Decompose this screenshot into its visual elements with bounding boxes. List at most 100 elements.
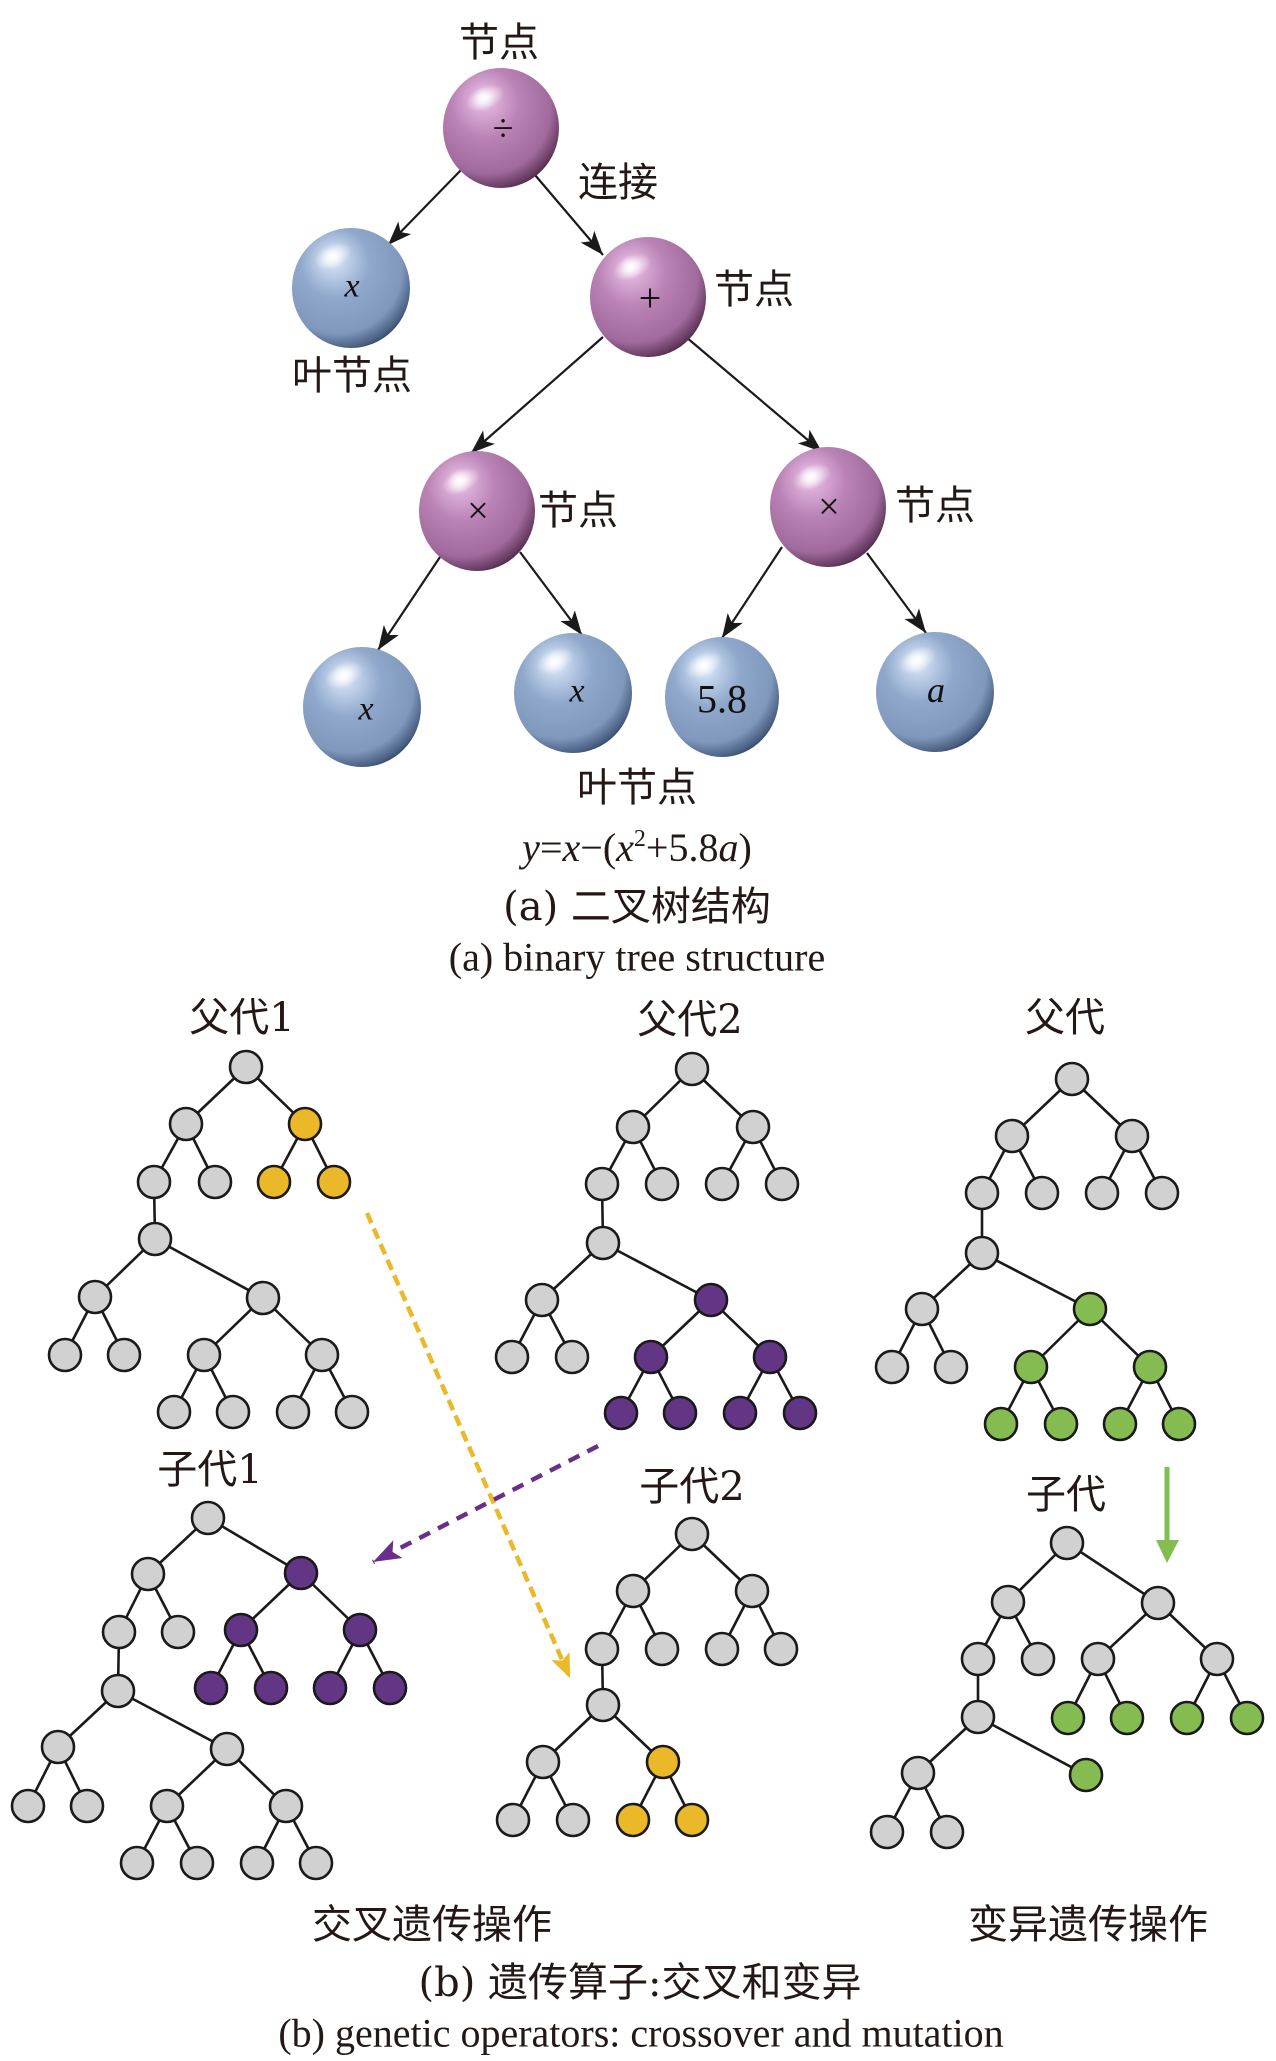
tree-node-gray bbox=[1054, 1061, 1090, 1097]
formula-part: = bbox=[540, 825, 563, 870]
tree-node-gray bbox=[964, 1235, 1000, 1271]
tree-node-gray bbox=[136, 1164, 172, 1200]
tree-node-gray bbox=[615, 1109, 651, 1145]
caption-b-cn: (b) 遗传算子:交叉和变异 bbox=[418, 1960, 861, 2006]
node-symbol: a bbox=[927, 670, 945, 710]
tree-node-gray bbox=[704, 1166, 740, 1202]
formula-part: −( bbox=[580, 825, 616, 870]
tree-node-green bbox=[1109, 1700, 1145, 1736]
tree-node-gray bbox=[555, 1802, 591, 1838]
tree-node-purple bbox=[782, 1395, 818, 1431]
tree-node-gray bbox=[1020, 1641, 1056, 1677]
tree-node-purple bbox=[662, 1395, 698, 1431]
tree-node-gray bbox=[1114, 1118, 1150, 1154]
tree-node-gray bbox=[197, 1164, 233, 1200]
tree-node-purple bbox=[372, 1670, 408, 1706]
tree-child-1 bbox=[10, 1500, 408, 1881]
tree-node-yellow bbox=[645, 1744, 681, 1780]
label-leaf-bottom: 叶节点 bbox=[577, 765, 697, 811]
node-symbol: x bbox=[568, 673, 584, 710]
terminal-node-x: x bbox=[514, 633, 632, 753]
tree-node-gray bbox=[268, 1788, 304, 1824]
tree-node-gray bbox=[929, 1814, 965, 1850]
tree-node-gray bbox=[209, 1731, 245, 1767]
tree-node-gray bbox=[585, 1225, 621, 1261]
tree-node-gray bbox=[298, 1845, 334, 1881]
tree-node-gray bbox=[584, 1631, 620, 1667]
tree-title-parent-mutation: 父代 bbox=[1025, 995, 1105, 1041]
tree-node-yellow bbox=[316, 1164, 352, 1200]
crossover-arrow-purple bbox=[371, 1444, 600, 1564]
tree-edge bbox=[154, 1237, 264, 1300]
tree-node-purple bbox=[283, 1555, 319, 1591]
tree-node-green bbox=[983, 1406, 1019, 1442]
tree-node-gray bbox=[101, 1614, 137, 1650]
tree-node-gray bbox=[763, 1631, 799, 1667]
tree-title-child-2: 子代2 bbox=[639, 1464, 744, 1510]
tree-node-gray bbox=[495, 1802, 531, 1838]
tree-node-gray bbox=[644, 1166, 680, 1202]
tree-node-gray bbox=[964, 1175, 1000, 1211]
tree-node-gray bbox=[524, 1282, 560, 1318]
tree-node-gray bbox=[960, 1641, 996, 1677]
tree-parent-mutation bbox=[874, 1061, 1197, 1442]
formula: y=x−(x2+5.8a) bbox=[518, 825, 752, 870]
tree-node-gray bbox=[77, 1279, 113, 1315]
tree-node-green bbox=[1050, 1700, 1086, 1736]
link-arrow bbox=[534, 174, 604, 256]
sphere-highlight bbox=[466, 84, 504, 112]
crossover-arrow-yellow bbox=[364, 1212, 573, 1679]
tree-node-gray bbox=[186, 1337, 222, 1373]
tree-node-gray bbox=[69, 1788, 105, 1824]
tree-parent-1 bbox=[47, 1049, 370, 1430]
tree-parent-2 bbox=[494, 1051, 818, 1431]
sphere-highlight bbox=[793, 463, 831, 491]
tree-node-gray bbox=[156, 1394, 192, 1430]
tree-node-gray bbox=[106, 1337, 142, 1373]
tree-node-gray bbox=[735, 1109, 771, 1145]
tree-node-gray bbox=[554, 1339, 590, 1375]
formula-part: a bbox=[718, 825, 738, 870]
tree-node-green bbox=[1072, 1291, 1108, 1327]
node-symbol: 5.8 bbox=[697, 677, 747, 722]
tree-node-gray bbox=[1049, 1525, 1085, 1561]
tree-edge bbox=[117, 1689, 228, 1751]
tree-node-purple bbox=[603, 1395, 639, 1431]
label-node-times-left: 节点 bbox=[538, 488, 618, 534]
tree-edge bbox=[207, 1516, 302, 1575]
tree-node-gray bbox=[1140, 1585, 1176, 1621]
label-leaf-left: 叶节点 bbox=[292, 353, 412, 399]
tree-node-gray bbox=[334, 1394, 370, 1430]
tree-node-green bbox=[1229, 1700, 1265, 1736]
terminal-node-a: a bbox=[876, 632, 994, 752]
label-crossover-operation: 交叉遗传操作 bbox=[312, 1902, 552, 1948]
tree-node-purple bbox=[693, 1282, 729, 1318]
tree-node-yellow bbox=[674, 1802, 710, 1838]
node-symbol: × bbox=[818, 486, 839, 528]
node-symbol: ÷ bbox=[493, 108, 514, 150]
tree-node-yellow bbox=[615, 1802, 651, 1838]
tree-node-gray bbox=[674, 1516, 710, 1552]
tree-node-yellow bbox=[256, 1164, 292, 1200]
tree-node-gray bbox=[10, 1788, 46, 1824]
function-node-times-right: × bbox=[770, 447, 886, 567]
tree-node-gray bbox=[584, 1166, 620, 1202]
tree-node-gray bbox=[275, 1394, 311, 1430]
formula-part: x bbox=[615, 825, 634, 870]
tree-edge bbox=[1066, 1541, 1159, 1605]
tree-node-gray bbox=[1084, 1175, 1120, 1211]
function-node-plus: + bbox=[590, 237, 706, 357]
tree-title-parent-2: 父代2 bbox=[637, 997, 742, 1043]
tree-node-gray bbox=[130, 1556, 166, 1592]
link-arrow bbox=[519, 551, 583, 636]
link-arrow bbox=[470, 336, 604, 454]
tree-node-green bbox=[1102, 1406, 1138, 1442]
node-symbol: + bbox=[639, 276, 662, 321]
tree-node-gray bbox=[933, 1349, 969, 1385]
sphere-highlight bbox=[613, 253, 651, 281]
tree-node-gray bbox=[119, 1845, 155, 1881]
sphere-highlight bbox=[536, 647, 574, 675]
tree-node-gray bbox=[168, 1106, 204, 1142]
terminal-node-x: x bbox=[292, 228, 410, 348]
